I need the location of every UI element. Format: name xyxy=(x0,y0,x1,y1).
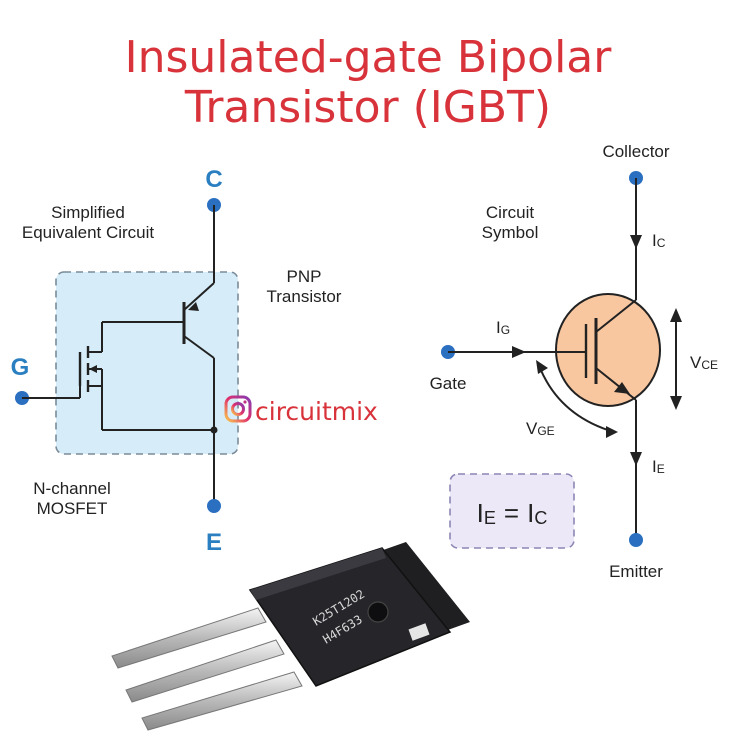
pnp-collector-lead xyxy=(183,335,215,359)
vge-arrow-start xyxy=(536,360,548,374)
pnp-label-line-1: PNP xyxy=(287,267,322,286)
symbol-circle xyxy=(555,293,661,407)
component-body-top-edge xyxy=(250,548,386,600)
equation-box: IE=IC xyxy=(449,473,575,549)
symbol-heading-line-2: Symbol xyxy=(482,223,539,242)
pnp-arrow xyxy=(188,302,199,311)
equivalent-heading-line-2: Equivalent Circuit xyxy=(22,223,155,242)
igbt-component-photo: K25T1202 H4F633 xyxy=(111,542,470,731)
title-line-1: Insulated-gate Bipolar xyxy=(124,32,612,83)
vge-arrow-end xyxy=(606,426,618,438)
vce-label: VCE xyxy=(690,353,718,372)
circuit-symbol-section: Collector IC Circuit Symbol IG Gate VGE xyxy=(430,142,718,581)
component-leg-1 xyxy=(111,607,267,669)
watermark: circuitmix xyxy=(224,395,378,426)
collector-label: Collector xyxy=(602,142,669,161)
watermark-handle: circuitmix xyxy=(255,397,378,426)
mosfet-label-line-2: MOSFET xyxy=(37,499,108,518)
ic-label: IC xyxy=(652,231,666,250)
mosfet-arrow xyxy=(89,365,97,373)
gate-label: Gate xyxy=(430,374,467,393)
ie-arrow xyxy=(630,452,642,466)
instagram-icon xyxy=(224,395,252,423)
ig-label: IG xyxy=(496,318,510,337)
equation-text: IE=IC xyxy=(477,498,548,528)
equation-box-frame xyxy=(449,473,575,549)
ic-arrow xyxy=(630,235,642,249)
pnp-emitter-lead xyxy=(183,282,215,311)
symbol-emitter-lead xyxy=(595,367,637,401)
emitter-terminal-node xyxy=(207,499,221,513)
ig-arrow xyxy=(512,346,526,358)
vce-arrow-down xyxy=(670,396,682,410)
vge-label: VGE xyxy=(526,419,555,438)
symbol-emitter-node xyxy=(629,533,643,547)
ie-label: IE xyxy=(652,457,665,476)
vge-arc xyxy=(539,367,615,433)
pnp-label-line-2: Transistor xyxy=(267,287,342,306)
emitter-label: Emitter xyxy=(609,562,663,581)
mosfet-label-line-1: N-channel xyxy=(33,479,111,498)
vce-arrow-up xyxy=(670,308,682,322)
symbol-collector-lead xyxy=(595,299,637,333)
pin-label-g: G xyxy=(11,354,30,381)
symbol-heading-line-1: Circuit xyxy=(486,203,534,222)
equivalent-circuit: Simplified Equivalent Circuit C xyxy=(11,166,342,556)
component-tab-notch xyxy=(408,623,430,641)
component-leg-3 xyxy=(141,671,303,731)
symbol-emitter-arrow xyxy=(614,382,630,394)
pin-label-e: E xyxy=(206,529,222,556)
title-line-2: Transistor (IGBT) xyxy=(184,82,552,133)
equivalent-circuit-box xyxy=(55,271,239,455)
component-mounting-hole xyxy=(367,601,389,623)
equivalent-heading-line-1: Simplified xyxy=(51,203,125,222)
pin-label-c: C xyxy=(205,166,222,193)
component-leg-2 xyxy=(125,639,285,703)
